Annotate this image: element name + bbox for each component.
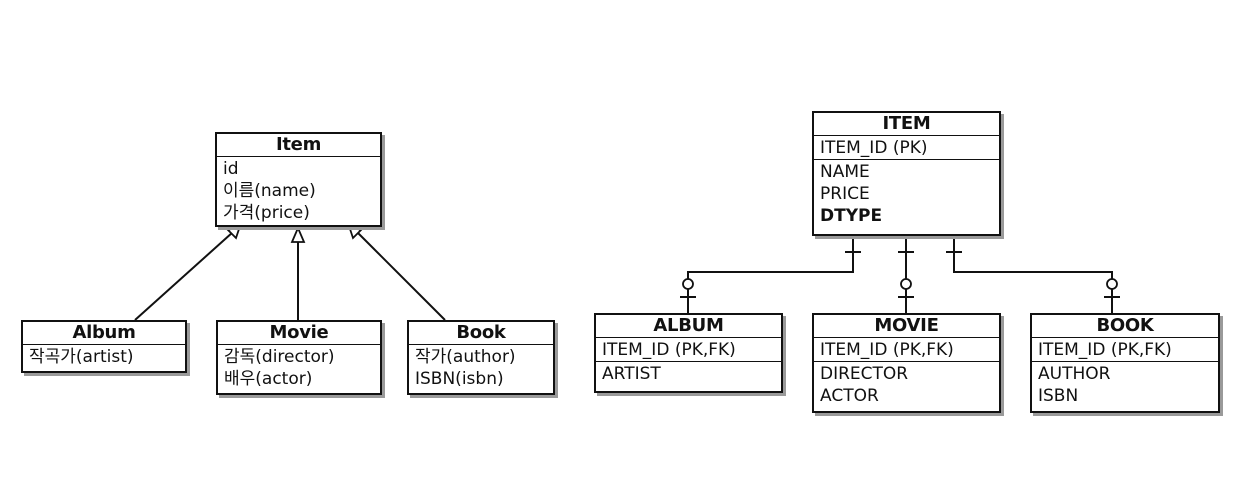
uml-class-title: Movie xyxy=(218,322,380,345)
uml-attribute: id xyxy=(223,159,239,179)
erd-table-title: ALBUM xyxy=(596,315,781,338)
erd-table-movie: MOVIE ITEM_ID (PK,FK) DIRECTOR ACTOR xyxy=(812,313,1001,413)
erd-primary-key: ITEM_ID (PK,FK) xyxy=(1038,340,1172,360)
uml-class-album: Album 작곡가(artist) xyxy=(21,320,187,373)
uml-attribute: 작가(author) xyxy=(415,347,516,367)
erd-primary-key: ITEM_ID (PK,FK) xyxy=(820,340,954,360)
erd-table-title: ITEM xyxy=(814,113,999,136)
erd-relation-album xyxy=(680,236,861,313)
erd-attribute-section: DIRECTOR ACTOR xyxy=(814,361,999,407)
uml-class-title: Book xyxy=(409,322,553,345)
uml-inheritance-book xyxy=(347,224,446,321)
uml-class-attributes: 작곡가(artist) xyxy=(23,345,185,368)
erd-relation-movie xyxy=(898,236,914,313)
erd-key-section: ITEM_ID (PK,FK) xyxy=(596,338,781,361)
uml-class-attributes: 감독(director) 배우(actor) xyxy=(218,345,380,390)
erd-table-album: ALBUM ITEM_ID (PK,FK) ARTIST xyxy=(594,313,783,393)
erd-table-book: BOOK ITEM_ID (PK,FK) AUTHOR ISBN xyxy=(1030,313,1220,413)
uml-class-attributes: 작가(author) ISBN(isbn) xyxy=(409,345,553,390)
uml-class-title: Album xyxy=(23,322,185,345)
uml-class-movie: Movie 감독(director) 배우(actor) xyxy=(216,320,382,395)
erd-column: NAME xyxy=(820,162,870,182)
erd-attribute-section: NAME PRICE DTYPE xyxy=(814,159,999,227)
erd-table-item: ITEM ITEM_ID (PK) NAME PRICE DTYPE xyxy=(812,111,1001,236)
erd-column: DIRECTOR xyxy=(820,364,909,384)
erd-attribute-section: ARTIST xyxy=(596,361,781,385)
uml-class-item: Item id 이름(name) 가격(price) xyxy=(215,132,382,227)
erd-attribute-section: AUTHOR ISBN xyxy=(1032,361,1218,407)
erd-column: ARTIST xyxy=(602,364,661,384)
erd-key-section: ITEM_ID (PK,FK) xyxy=(814,338,999,361)
uml-inheritance-album xyxy=(134,224,242,321)
uml-attribute: 배우(actor) xyxy=(224,369,313,389)
uml-class-book: Book 작가(author) ISBN(isbn) xyxy=(407,320,555,395)
erd-table-title: BOOK xyxy=(1032,315,1218,338)
uml-attribute: 이름(name) xyxy=(223,181,316,201)
erd-column: ISBN xyxy=(1038,386,1079,406)
uml-attribute: 감독(director) xyxy=(224,347,335,367)
uml-inheritance-movie xyxy=(290,225,306,320)
erd-column: ACTOR xyxy=(820,386,879,406)
uml-class-title: Item xyxy=(217,134,380,157)
erd-discriminator-column: DTYPE xyxy=(820,206,883,226)
uml-attribute: ISBN(isbn) xyxy=(415,369,504,389)
erd-key-section: ITEM_ID (PK) xyxy=(814,136,999,159)
uml-class-attributes: id 이름(name) 가격(price) xyxy=(217,157,380,224)
erd-column: AUTHOR xyxy=(1038,364,1111,384)
erd-primary-key: ITEM_ID (PK) xyxy=(820,138,928,158)
erd-relation-book xyxy=(946,236,1120,313)
erd-key-section: ITEM_ID (PK,FK) xyxy=(1032,338,1218,361)
erd-table-title: MOVIE xyxy=(814,315,999,338)
uml-attribute: 작곡가(artist) xyxy=(29,347,134,367)
uml-attribute: 가격(price) xyxy=(223,203,310,223)
erd-primary-key: ITEM_ID (PK,FK) xyxy=(602,340,736,360)
erd-column: PRICE xyxy=(820,184,870,204)
